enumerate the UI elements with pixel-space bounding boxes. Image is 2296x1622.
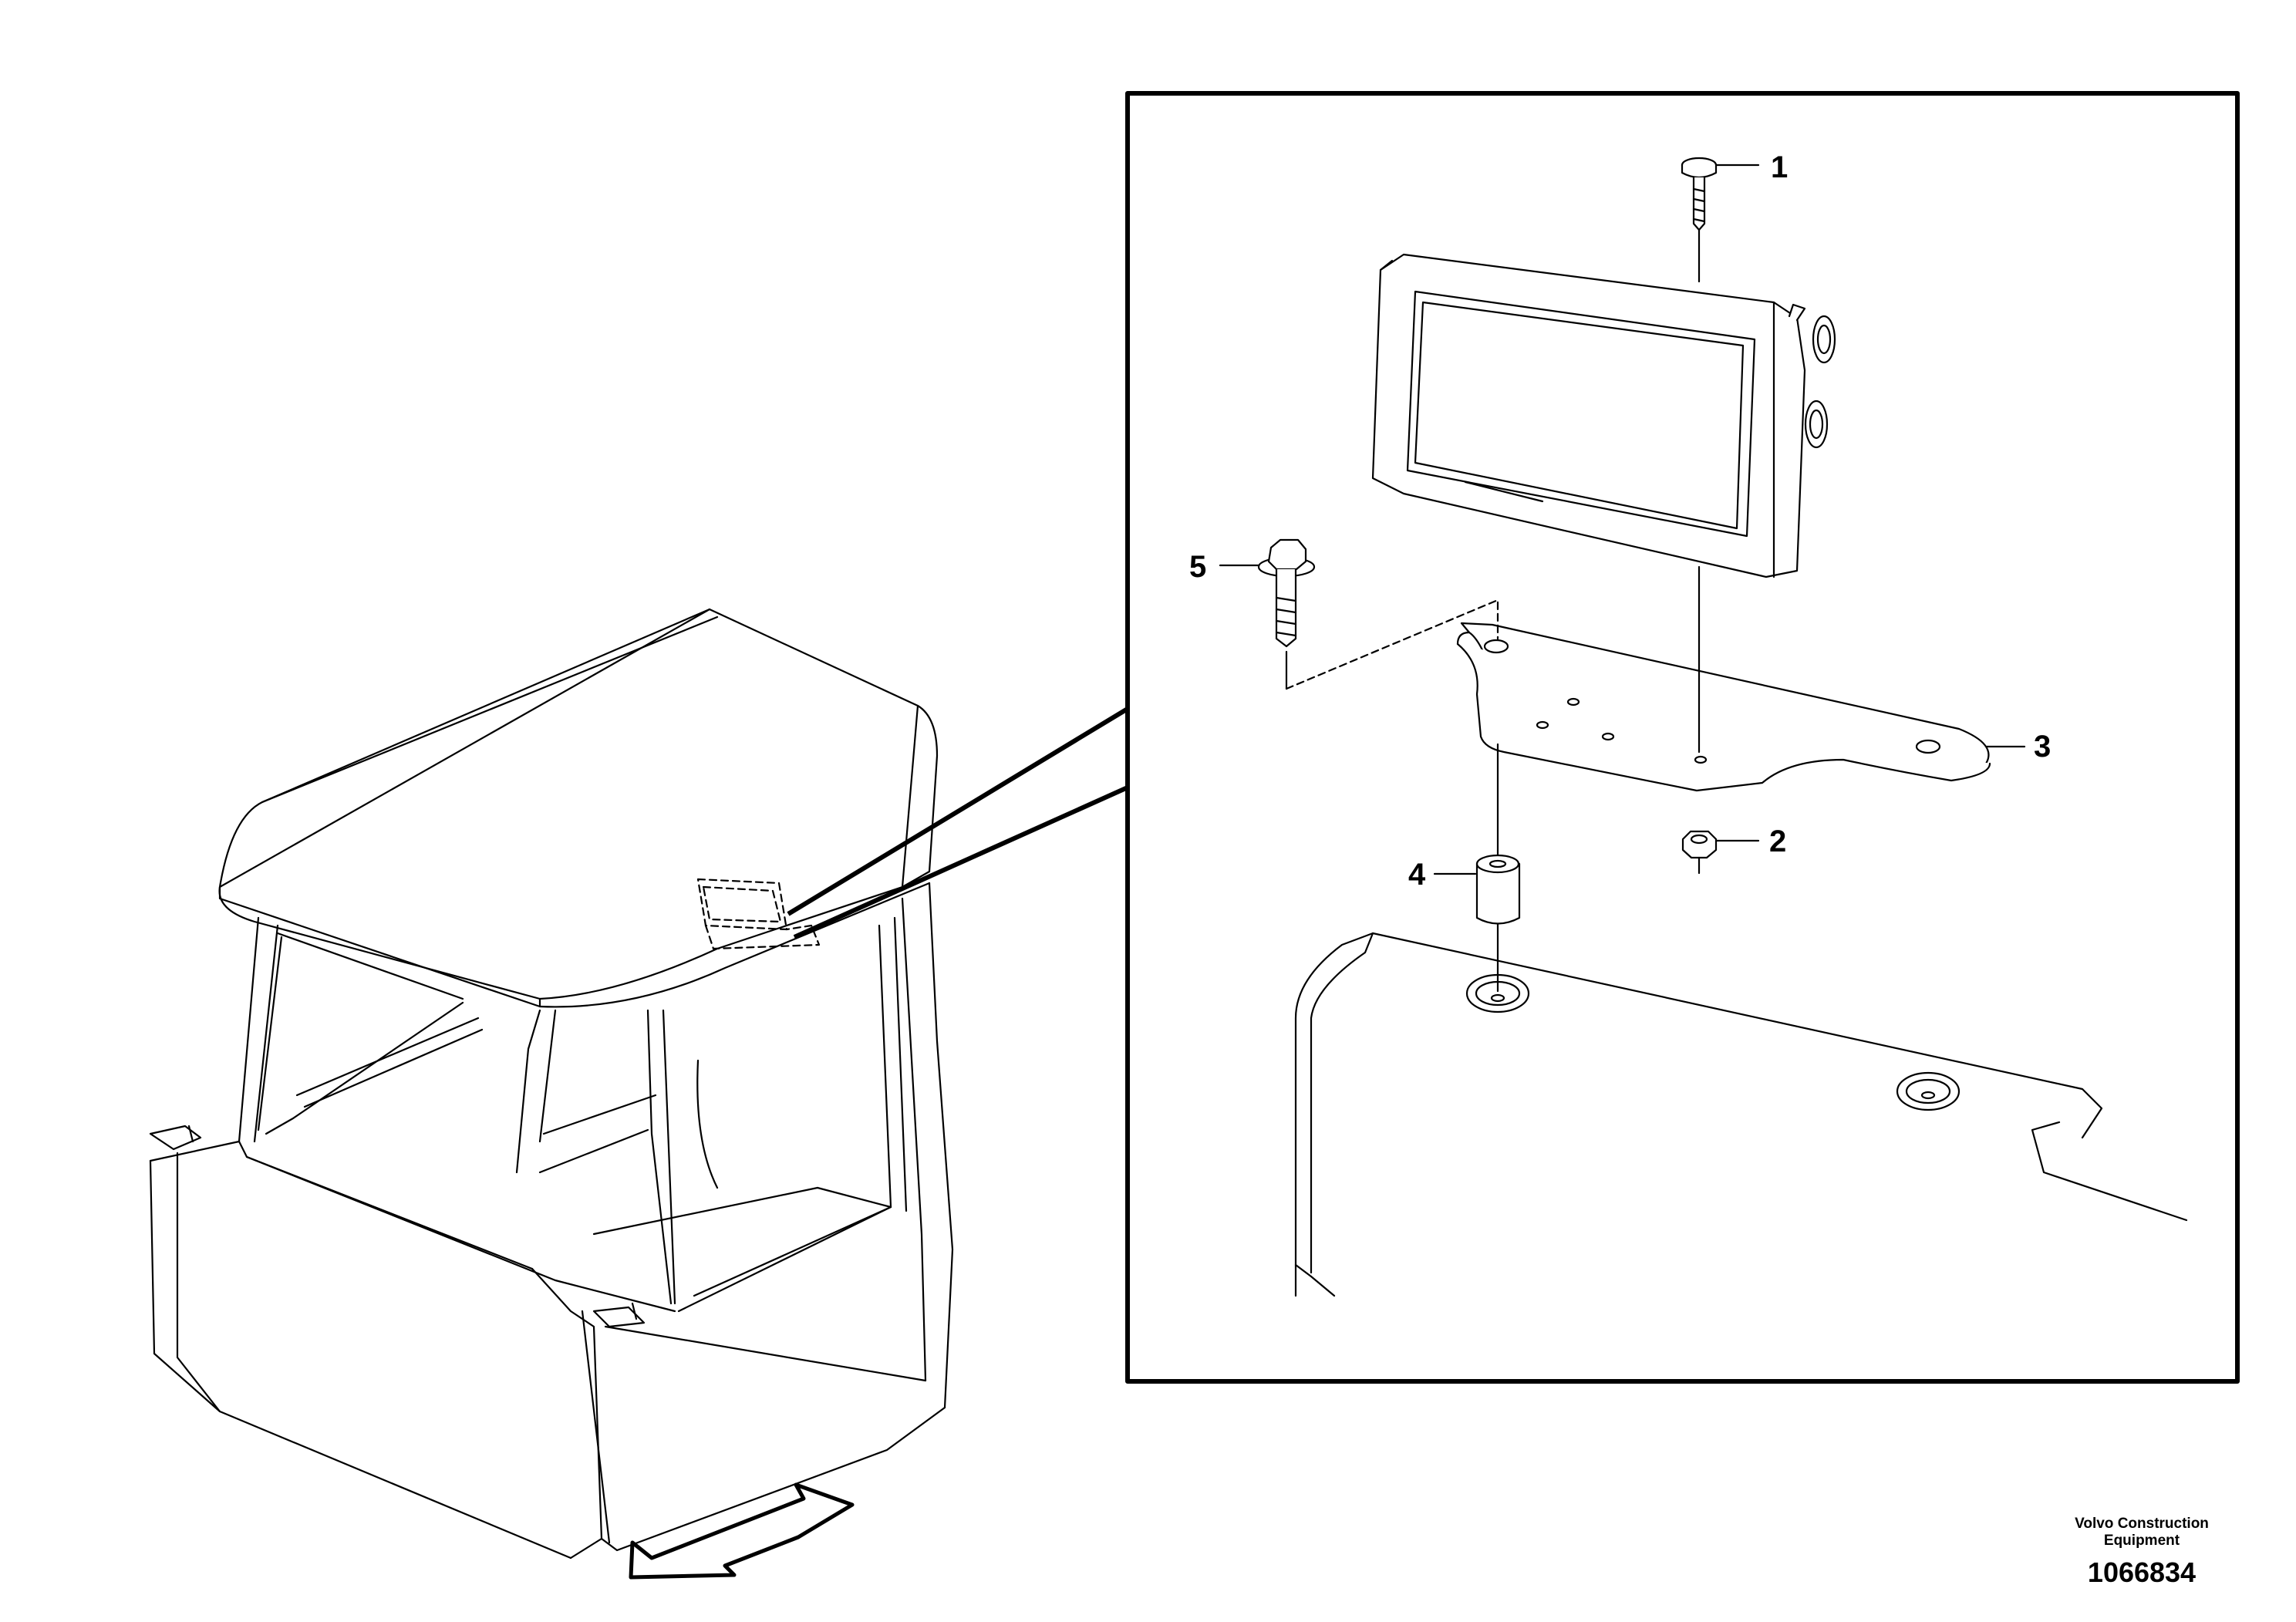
callout-2: 2: [1769, 824, 1786, 858]
leader-lines: [1219, 164, 2026, 875]
callout-5: 5: [1189, 550, 1206, 584]
assembly-lines: [1285, 228, 1701, 993]
bolt-part-1: [1681, 157, 1718, 231]
callout-4: 4: [1408, 858, 1426, 892]
forward-arrow-icon: [629, 1482, 855, 1580]
flange-bolt-part-5: [1257, 538, 1316, 648]
brand-line-2: Equipment: [2103, 1533, 2180, 1549]
figure-number: 1066834: [2087, 1556, 2197, 1588]
zoom-wedge: [787, 706, 1129, 939]
display-unit: [1371, 253, 1836, 578]
assembly-dashed-lines: [1285, 599, 1499, 690]
callout-3: 3: [2034, 730, 2051, 764]
cab-overview: [149, 608, 954, 1560]
nut-part-2: [1681, 830, 1718, 859]
brand-line-1: Volvo Construction: [2075, 1516, 2209, 1532]
mounting-location-highlight: [696, 878, 821, 950]
bracket: [1456, 622, 1991, 792]
callout-1: 1: [1771, 150, 1788, 184]
spacer-part-4: [1475, 854, 1521, 925]
brand-label: Volvo Construction Equipment: [2057, 1516, 2227, 1549]
